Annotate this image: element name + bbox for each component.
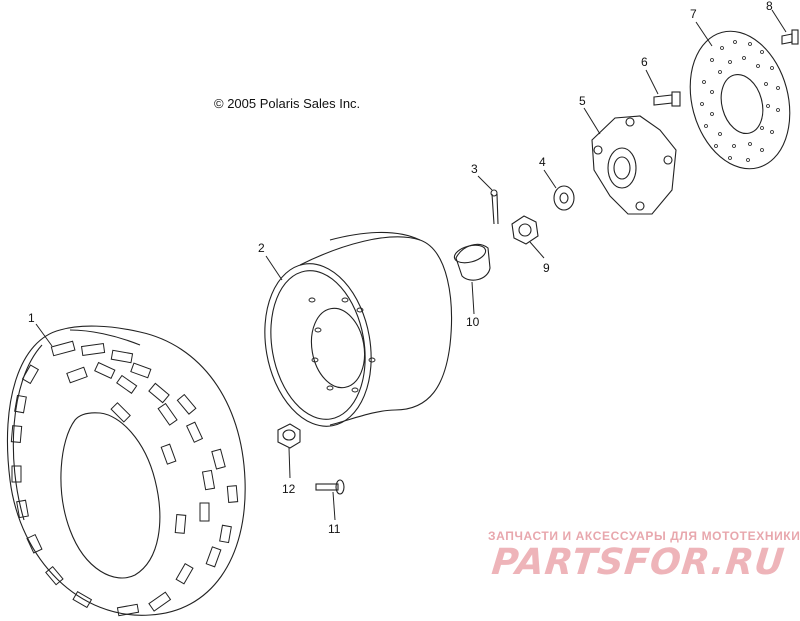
leader-lines <box>35 9 787 521</box>
tire <box>6 325 246 617</box>
washer <box>553 185 575 211</box>
hub-cap <box>453 243 491 281</box>
callout-8: 8 <box>766 0 773 13</box>
hub <box>591 115 677 215</box>
callout-1: 1 <box>28 311 35 325</box>
callout-2: 2 <box>258 241 265 255</box>
callout-10: 10 <box>466 315 480 329</box>
wheel-rim <box>264 231 453 427</box>
callout-3: 3 <box>471 162 478 176</box>
brake-disc <box>689 30 791 170</box>
callout-12: 12 <box>282 482 296 496</box>
watermark-logo: PARTSFOR.RU <box>489 542 787 583</box>
callout-11: 11 <box>328 522 341 536</box>
cotter-pin <box>490 189 499 225</box>
callout-4: 4 <box>539 155 546 169</box>
lug-nut <box>277 423 301 449</box>
copyright-notice: © 2005 Polaris Sales Inc. <box>214 96 361 111</box>
callout-7: 7 <box>690 7 697 21</box>
valve-stem <box>315 479 345 495</box>
disc-screw <box>781 29 799 45</box>
castle-nut <box>511 215 539 245</box>
callout-5: 5 <box>579 94 586 108</box>
watermark-tagline: ЗАПЧАСТИ И АКСЕССУАРЫ ДЛЯ МОТОТЕХНИКИ <box>488 529 800 543</box>
callout-9: 9 <box>543 261 550 275</box>
hub-bolt <box>653 91 681 107</box>
callout-6: 6 <box>641 55 648 69</box>
